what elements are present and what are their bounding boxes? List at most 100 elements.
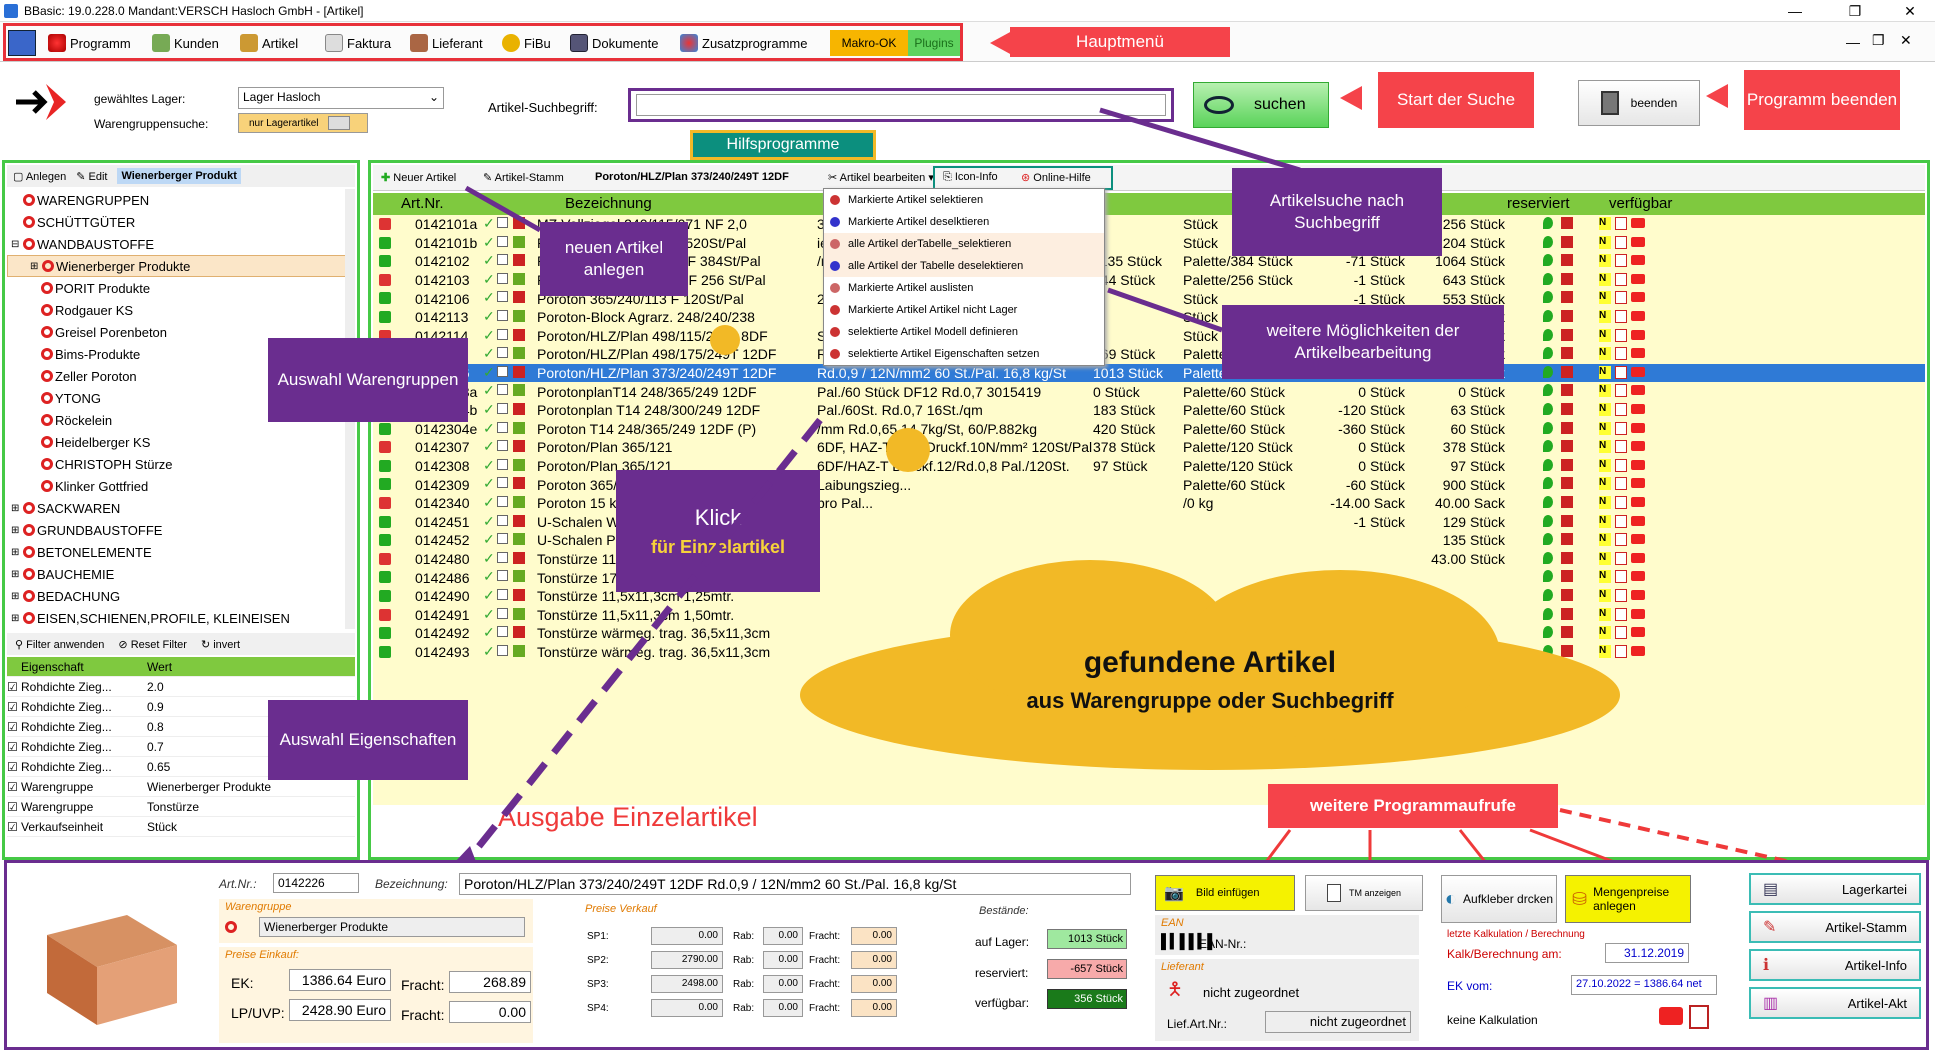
select-checkbox[interactable] — [497, 310, 508, 321]
sheet-icon[interactable] — [1615, 235, 1627, 249]
props-row[interactable]: ☑Rohdichte Zieg...2.0 — [7, 677, 355, 697]
col-artnr[interactable]: Art.Nr. — [401, 195, 444, 212]
key-icon[interactable] — [1631, 292, 1645, 303]
sp-value-field[interactable]: 0.00 — [651, 999, 723, 1017]
menu-item[interactable]: alle Artikel derTabelle_selektieren — [824, 233, 1104, 255]
location-icon[interactable] — [1543, 235, 1553, 248]
sheet-icon[interactable] — [1615, 254, 1627, 268]
grid-icon[interactable] — [1561, 551, 1573, 564]
location-icon[interactable] — [1543, 365, 1553, 378]
bild-einfuegen-button[interactable]: 📷Bild einfügen — [1155, 875, 1295, 911]
fracht-sp-field[interactable]: 0.00 — [851, 927, 897, 945]
expand-icon[interactable]: ⊞ — [11, 524, 20, 536]
mdi-restore-button[interactable]: ❐ — [1872, 32, 1885, 48]
side-button[interactable]: ▤Lagerkartei — [1749, 873, 1921, 905]
note-icon[interactable]: N — [1599, 589, 1611, 602]
menu-kunden[interactable]: Kunden — [152, 32, 219, 54]
select-checkbox[interactable] — [497, 347, 508, 359]
col-verfuegbar[interactable]: verfügbar — [1609, 195, 1673, 212]
props-row[interactable]: ☑Rohdichte Zieg...0.7 — [7, 737, 355, 757]
key-icon[interactable] — [1631, 608, 1645, 619]
note-icon[interactable]: N — [1599, 570, 1611, 584]
tree-item[interactable]: ⊞SACKWAREN — [7, 497, 355, 519]
location-icon[interactable] — [1543, 347, 1553, 360]
sp-value-field[interactable]: 2498.00 — [651, 975, 723, 993]
grid-icon[interactable] — [1561, 217, 1573, 229]
note-icon[interactable]: N — [1599, 328, 1611, 342]
sheet-icon[interactable] — [1615, 347, 1627, 361]
location-icon[interactable] — [1543, 310, 1553, 322]
location-icon[interactable] — [1543, 403, 1553, 415]
checkbox-icon[interactable]: ☑ — [7, 819, 18, 834]
tree-item[interactable]: ⊞Wienerberger Produkte — [7, 255, 355, 277]
key-icon[interactable] — [1631, 627, 1645, 638]
location-icon[interactable] — [1543, 440, 1553, 453]
select-checkbox[interactable] — [497, 551, 508, 563]
rab-field[interactable]: 0.00 — [763, 951, 803, 969]
expand-icon[interactable]: ⊞ — [30, 260, 39, 272]
checkbox-icon[interactable]: ☑ — [7, 799, 18, 814]
select-checkbox[interactable] — [497, 644, 508, 656]
grid-icon[interactable] — [1561, 254, 1573, 267]
location-icon[interactable] — [1543, 589, 1553, 601]
checkbox-icon[interactable]: ☑ — [7, 699, 18, 714]
grid-icon[interactable] — [1561, 403, 1573, 415]
expand-icon[interactable]: ⊞ — [11, 546, 20, 558]
location-icon[interactable] — [1543, 421, 1553, 434]
grid-icon[interactable] — [1561, 272, 1573, 285]
tree-item[interactable]: ⊞BETONELEMENTE — [7, 541, 355, 563]
sheet-icon[interactable] — [1615, 421, 1627, 435]
lief-art-field[interactable]: nicht zugeordnet — [1265, 1011, 1411, 1033]
grid-icon[interactable] — [1561, 514, 1573, 527]
select-checkbox[interactable] — [497, 458, 508, 470]
note-icon[interactable]: N — [1599, 644, 1611, 658]
checkbox-icon[interactable]: ☑ — [7, 779, 18, 794]
tree-item[interactable]: PORIT Produkte — [7, 277, 355, 299]
location-icon[interactable] — [1543, 328, 1553, 341]
location-icon[interactable] — [1543, 551, 1553, 564]
checkbox-icon[interactable]: ☑ — [7, 679, 18, 694]
location-icon[interactable] — [1543, 644, 1553, 657]
location-icon[interactable] — [1543, 626, 1553, 639]
grid-icon[interactable] — [1561, 533, 1573, 546]
sheet-icon[interactable] — [1615, 589, 1627, 602]
tree-item[interactable]: Rodgauer KS — [7, 299, 355, 321]
table-row[interactable]: ✓0142226Poroton/HLZ/Plan 373/240/249T 12… — [377, 363, 1925, 383]
expand-icon[interactable]: ⊟ — [11, 238, 20, 250]
sheet-icon[interactable] — [1615, 477, 1627, 491]
beenden-button[interactable]: beenden — [1578, 80, 1700, 126]
menu-item[interactable]: Markierte Artikel selektieren — [824, 189, 1104, 211]
grid-icon[interactable] — [1561, 347, 1573, 360]
grid-icon[interactable] — [1561, 328, 1573, 341]
ek-field[interactable]: 1386.64 Euro — [289, 969, 391, 991]
menu-faktura[interactable]: Faktura — [325, 32, 391, 54]
note-icon[interactable]: N — [1599, 533, 1611, 547]
menu-dokumente[interactable]: Dokumente — [570, 32, 658, 54]
side-button[interactable]: ▥Artikel-Akt — [1749, 987, 1921, 1019]
grid-icon[interactable] — [1561, 458, 1573, 471]
menu-item[interactable]: Markierte Artikel Artikel nicht Lager — [824, 299, 1104, 321]
rab-field[interactable]: 0.00 — [763, 999, 803, 1017]
key-icon[interactable] — [1631, 571, 1645, 582]
lager-select[interactable]: Lager Hasloch⌄ — [238, 87, 444, 109]
grid-icon[interactable] — [1561, 607, 1573, 620]
bezeichnung-field[interactable]: Poroton/HLZ/Plan 373/240/249T 12DF Rd.0,… — [459, 873, 1131, 895]
menu-programm[interactable]: Programm — [48, 32, 131, 54]
menu-item[interactable]: alle Artikel der Tabelle deselektieren — [824, 255, 1104, 277]
select-checkbox[interactable] — [497, 440, 508, 452]
tree-item[interactable]: Bims-Produkte — [7, 343, 355, 365]
key-icon[interactable] — [1631, 348, 1645, 359]
tree-item[interactable]: Greisel Porenbeton — [7, 321, 355, 343]
table-row[interactable]: ✓0142303aPorotonplanT14 248/365/249 12DF… — [377, 382, 1925, 401]
tree-item[interactable]: ⊞GRUNDBAUSTOFFE — [7, 519, 355, 541]
location-icon[interactable] — [1543, 607, 1553, 620]
edit-button[interactable]: ✎ Edit — [76, 170, 108, 183]
note-icon[interactable]: N — [1599, 272, 1611, 286]
